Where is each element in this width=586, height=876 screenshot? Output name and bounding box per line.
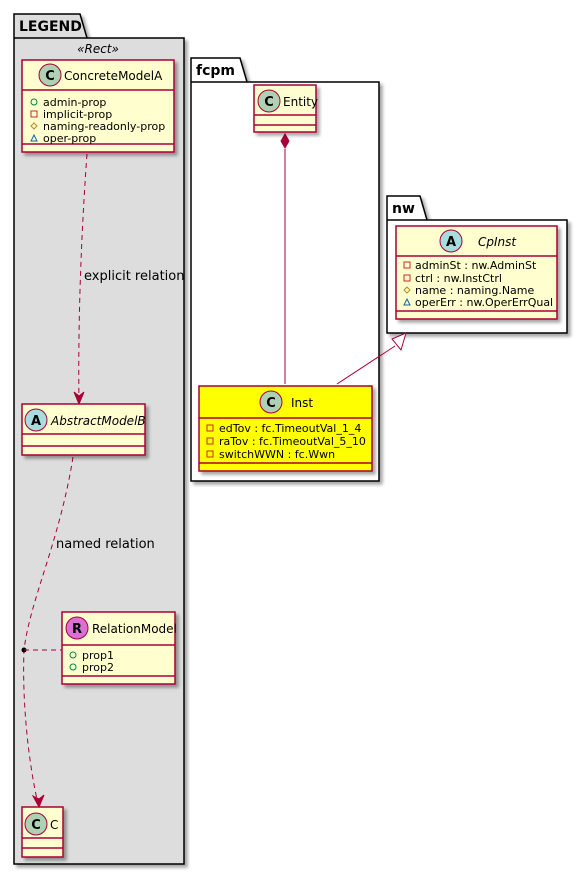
explicit-relation-edge	[78, 153, 88, 402]
attribute: name : naming.Name	[415, 284, 535, 297]
protected-icon	[403, 286, 411, 294]
class-name: CpInst	[478, 235, 517, 249]
attribute-list: edTov : fc.TimeoutVal_1_4 raTov : fc.Tim…	[206, 422, 366, 461]
named-relation-arrowhead	[31, 794, 45, 809]
class-name: AbstractModelB	[50, 414, 146, 428]
attribute: oper-prop	[43, 132, 96, 145]
private-icon	[403, 261, 411, 269]
class-abstract-model-b[interactable]: A AbstractModelB	[21, 403, 146, 456]
public-icon	[30, 98, 38, 106]
class-icon-letter: C	[266, 396, 276, 411]
attribute: raTov : fc.TimeoutVal_5_10	[219, 435, 366, 448]
attribute-list: admin-prop implicit-prop naming-readonly…	[30, 96, 165, 145]
private-icon	[206, 437, 214, 445]
class-icon-letter: C	[31, 818, 41, 833]
class-icon-letter: C	[45, 69, 55, 84]
class-concrete-model-a[interactable]: C ConcreteModelA admin-prop implicit-pro…	[21, 59, 175, 153]
class-name: RelationModel	[92, 622, 177, 636]
class-icon	[257, 89, 281, 113]
class-name: Inst	[291, 396, 313, 410]
generalization-arrowhead	[391, 332, 407, 352]
package-icon	[403, 297, 411, 306]
package-nw-title: nw	[392, 201, 415, 217]
class-inst[interactable]: C Inst edTov : fc.TimeoutVal_1_4 raTov :…	[198, 385, 373, 472]
abstract-icon-letter: A	[31, 414, 41, 429]
attribute: implicit-prop	[43, 108, 112, 121]
attribute-list: adminSt : nw.AdminSt ctrl : nw.InstCtrl …	[403, 259, 553, 309]
generalization-edge	[336, 345, 396, 385]
class-icon	[24, 812, 48, 836]
class-icon	[259, 390, 283, 414]
legend-stereotype: «Rect»	[77, 42, 119, 56]
relation-icon-letter: R	[72, 622, 82, 637]
attribute: admin-prop	[43, 96, 106, 109]
class-name: C	[50, 818, 58, 832]
class-name: ConcreteModelA	[64, 69, 163, 83]
private-icon	[206, 450, 214, 458]
public-icon	[69, 663, 77, 671]
attribute: naming-readonly-prop	[43, 120, 165, 133]
class-cp-inst[interactable]: A CpInst adminSt : nw.AdminSt ctrl : nw.…	[395, 225, 558, 320]
attribute: operErr : nw.OperErrQual	[415, 296, 553, 309]
class-relation-model[interactable]: R RelationModel prop1 prop2	[61, 611, 177, 685]
abstract-icon	[24, 408, 48, 432]
attribute: edTov : fc.TimeoutVal_1_4	[219, 422, 361, 435]
package-legend-title: LEGEND	[19, 19, 82, 35]
class-icon	[38, 63, 62, 87]
attribute: adminSt : nw.AdminSt	[415, 259, 537, 272]
class-c[interactable]: C C	[21, 806, 64, 858]
package-icon	[30, 133, 38, 142]
attribute: prop2	[82, 661, 114, 674]
attribute: prop1	[82, 649, 114, 662]
relation-icon	[65, 616, 89, 640]
attribute: switchWWN : fc.Wwn	[219, 448, 335, 461]
private-icon	[206, 424, 214, 432]
public-icon	[69, 651, 77, 659]
named-relation-label: named relation	[56, 537, 155, 552]
abstract-icon-letter: A	[446, 235, 456, 250]
package-fcpm-title: fcpm	[196, 63, 235, 79]
private-icon	[403, 274, 411, 282]
composition-diamond	[280, 132, 290, 150]
explicit-relation-arrowhead	[73, 391, 85, 406]
class-icon-letter: C	[264, 95, 274, 110]
attribute: ctrl : nw.InstCtrl	[415, 272, 502, 285]
explicit-relation-label: explicit relation	[84, 269, 184, 284]
protected-icon	[30, 122, 38, 130]
class-name: Entity	[283, 95, 318, 109]
attribute-list: prop1 prop2	[69, 649, 114, 674]
private-icon	[30, 110, 38, 118]
class-entity[interactable]: C Entity	[253, 84, 318, 133]
abstract-icon	[439, 229, 463, 253]
